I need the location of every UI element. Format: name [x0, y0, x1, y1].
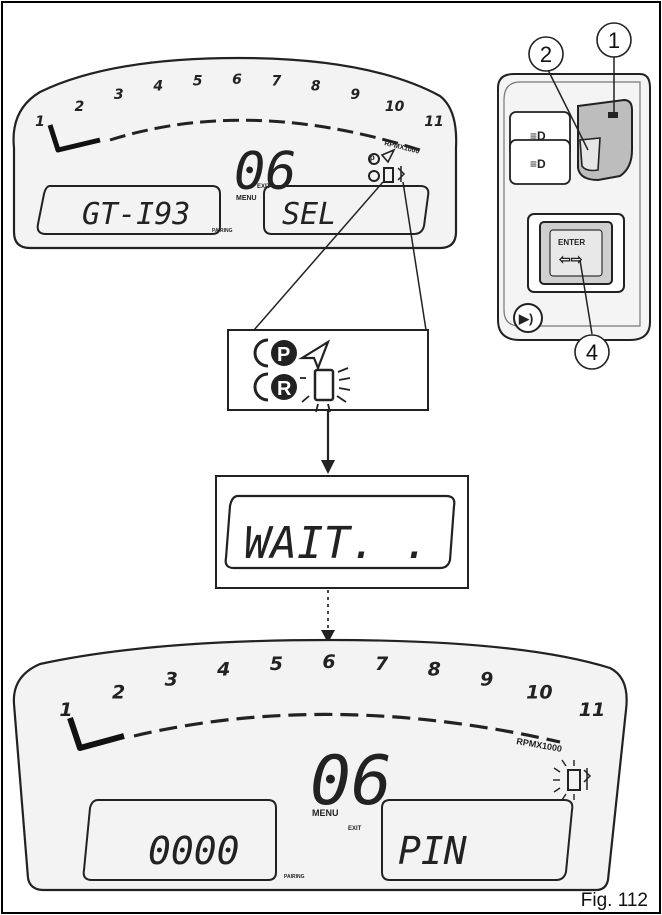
rpm-tick-label: 3 [114, 87, 124, 103]
rpm-arc [109, 118, 421, 152]
rpm-tick-label: 2 [112, 682, 125, 704]
callout-2 [528, 36, 564, 72]
switch-inner-edge [503, 81, 641, 327]
passenger-headset-icon [271, 340, 297, 366]
rider-letter: R [277, 378, 292, 400]
tacho-zero-mark [67, 717, 125, 751]
gear-indicator: 06 [310, 742, 392, 821]
callout-4-label: 4 [586, 340, 598, 365]
button-2 [579, 137, 601, 172]
left-display-window [82, 799, 277, 881]
callout-1 [596, 22, 632, 58]
phone-blinking-group [553, 759, 592, 801]
bluetooth-icon [397, 166, 406, 182]
rpm-tick-label: 2 [75, 99, 85, 115]
rpm-tick-label: 8 [428, 659, 441, 681]
phone-blinking-icon [313, 368, 335, 402]
rpm-tick-label: 8 [311, 79, 321, 95]
rpm-tick-label: 5 [270, 653, 283, 675]
menu-label: MENU [236, 195, 257, 202]
rpm-tick-label: 7 [375, 653, 389, 675]
gear-indicator: 06 [234, 142, 297, 202]
horn-icon: ▶) [518, 311, 533, 326]
rpm-tick-label: 1 [35, 114, 45, 130]
navigation-arrow-icon [298, 339, 331, 372]
rpm-tick-label: 6 [322, 651, 335, 673]
rpm-tick-label: 3 [165, 668, 178, 690]
rpm-tick-label: 11 [424, 114, 443, 130]
wait-box: WAIT. . [215, 475, 469, 589]
high-beam-icon: ≡D [530, 157, 546, 171]
menu-label: MENU [312, 808, 339, 818]
headset-p-icon: ᵖ [370, 152, 375, 166]
rpm-tick-label: 7 [272, 74, 282, 90]
navigation-icon [380, 148, 396, 164]
headset-p-arc-icon [253, 338, 269, 368]
rpm-tick-label: 4 [152, 79, 163, 95]
right-display-text: PIN [398, 829, 467, 873]
headset-r-arc-icon [253, 372, 269, 402]
left-display-window [36, 185, 221, 235]
rpm-arc [133, 712, 561, 744]
pairing-label: PAIRING [212, 228, 233, 234]
high-beam-switch [509, 139, 571, 185]
button-1-mark [608, 112, 618, 118]
joystick-arrows-icon: ⇦⇨ [558, 251, 583, 267]
enter-label: ENTER [558, 238, 585, 247]
enter-button-face [549, 229, 603, 277]
rpm-tick-label: 10 [385, 99, 405, 115]
callout-2-label: 2 [540, 42, 552, 67]
flow-arrowhead-1 [321, 460, 335, 474]
rpm-tick-label: 9 [480, 668, 493, 690]
horn-button [513, 303, 543, 333]
rider-headset-icon [368, 170, 380, 182]
left-display-text: 0000 [148, 829, 240, 873]
exit-label: EXIT [257, 184, 271, 190]
wait-display-window [224, 494, 456, 570]
passenger-letter: P [277, 344, 290, 366]
blink-rays [300, 367, 351, 413]
rpm-tick-label: 10 [526, 682, 552, 704]
rpm-tick-label: 4 [216, 659, 230, 681]
rider-headset-icon [271, 374, 297, 400]
right-display-text: SEL [282, 197, 336, 232]
pairing-label: PAIRING [284, 874, 305, 880]
right-display-window [263, 185, 430, 235]
left-display-text: GT-I93 [82, 197, 190, 232]
callout-4 [574, 334, 610, 370]
connectivity-icons: ᵖ [368, 148, 406, 183]
rpm-tick-label: 9 [350, 87, 360, 103]
callout-leader-lines [547, 56, 615, 335]
rpm-tick-label: 6 [232, 72, 242, 88]
phone-icon [383, 167, 394, 183]
wait-display-text: WAIT. . [244, 518, 429, 569]
dashboard-top-outline [12, 56, 458, 250]
rpm-tick-label: 5 [193, 74, 203, 90]
wait-frame [215, 475, 469, 589]
right-display-window [381, 799, 574, 881]
callout-1-label: 1 [608, 28, 620, 53]
flow-arrowhead-2 [321, 630, 335, 643]
figure-label: Fig. 112 [581, 890, 648, 911]
dashboard-bottom-outline [12, 638, 628, 892]
passenger-headset-icon [368, 153, 380, 165]
handlebar-switch: ≡D ≡D ENTER ⇦⇨ ▶) [497, 73, 651, 341]
bluetooth-icon [583, 768, 592, 790]
zoom-callout-lines [253, 181, 427, 331]
exit-label: EXIT [348, 826, 362, 832]
phone-icon [567, 769, 581, 791]
icon-zoom-box: P R [227, 329, 429, 413]
rpm-tick-label: 1 [59, 699, 72, 721]
tacho-zero-mark [47, 124, 101, 153]
rpm-tick-label: 11 [579, 699, 605, 721]
